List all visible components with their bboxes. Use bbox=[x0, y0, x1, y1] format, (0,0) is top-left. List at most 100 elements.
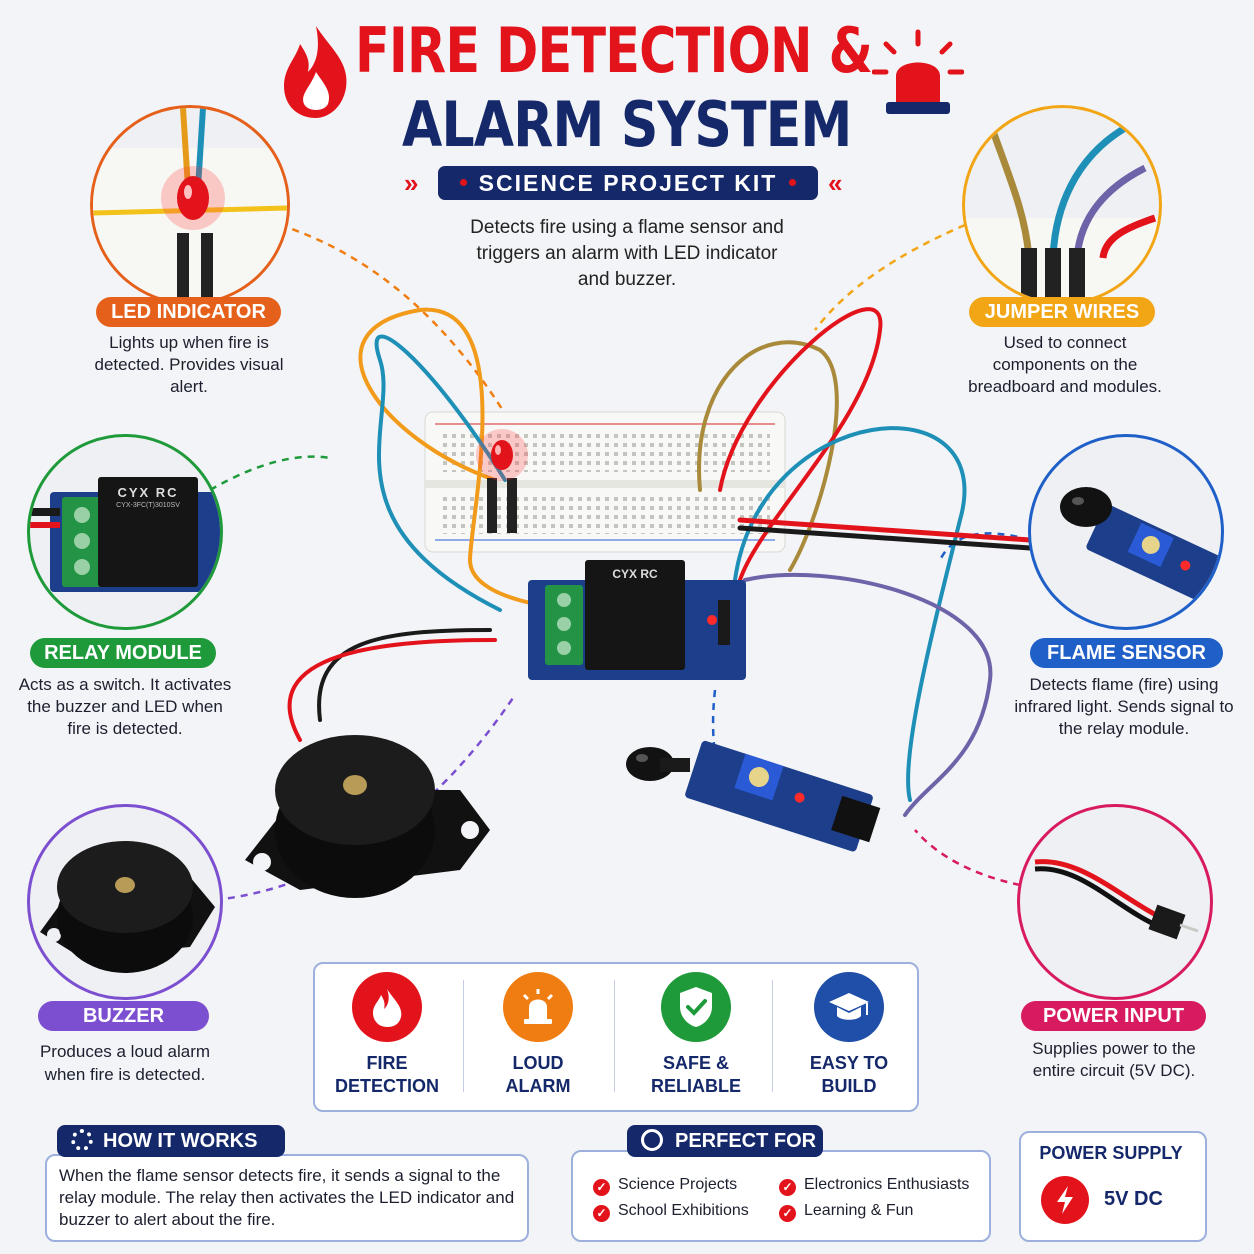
purple-wire bbox=[743, 572, 993, 817]
red-jumper-wire bbox=[718, 307, 883, 582]
flame-logo-icon bbox=[284, 26, 347, 118]
led-label: LED INDICATOR bbox=[96, 297, 281, 327]
perfect-item: ✓ Electronics Enthusiasts bbox=[779, 1175, 969, 1196]
kit-badge: SCIENCE PROJECT KIT bbox=[438, 166, 818, 200]
jumper-desc: Used to connect components on the breadb… bbox=[968, 333, 1162, 396]
flame-desc: Detects flame (fire) using infrared ligh… bbox=[1014, 675, 1234, 738]
perfect-item: ✓ Science Projects bbox=[593, 1175, 737, 1196]
target-icon bbox=[641, 1129, 663, 1151]
power-red-wire bbox=[737, 517, 1033, 543]
shield-check-icon bbox=[661, 972, 731, 1042]
flame-circle bbox=[1028, 434, 1224, 630]
brown-wire bbox=[697, 340, 839, 572]
kit-badge-label: SCIENCE PROJECT KIT bbox=[478, 170, 778, 196]
how-it-works-panel bbox=[45, 1154, 529, 1242]
feature-line1: FIRE bbox=[366, 1053, 408, 1073]
check-icon: ✓ bbox=[593, 1205, 610, 1222]
feature-line1: SAFE & bbox=[662, 1053, 729, 1073]
badge-dot bbox=[459, 179, 467, 187]
power-circle bbox=[1017, 804, 1213, 1000]
title-line-1: FIRE DETECTION & bbox=[355, 14, 873, 87]
blue-wire bbox=[733, 426, 967, 802]
power-black-wire bbox=[737, 525, 1033, 551]
relay-leader-line bbox=[209, 455, 331, 492]
perfect-item-label: School Exhibitions bbox=[618, 1202, 749, 1219]
perfect-for-title: PERFECT FOR bbox=[675, 1130, 817, 1152]
intro-text: Detects fire using a flame sensor and tr… bbox=[470, 217, 784, 290]
power-label: POWER INPUT bbox=[1021, 1001, 1206, 1031]
feature-loud-alarm: LOUD ALARM bbox=[463, 972, 613, 1098]
perfect-item: ✓ School Exhibitions bbox=[593, 1201, 749, 1222]
flame-sensor-photo-icon bbox=[1060, 487, 1221, 607]
check-icon: ✓ bbox=[779, 1179, 796, 1196]
how-it-works-title: HOW IT WORKS bbox=[103, 1130, 258, 1152]
relay-desc: Acts as a switch. It activates the buzze… bbox=[18, 675, 232, 738]
led-circle bbox=[90, 105, 290, 305]
flame-label: FLAME SENSOR bbox=[1030, 638, 1223, 668]
divider bbox=[614, 980, 615, 1092]
buzzer-desc: Produces a loud alarm when fire is detec… bbox=[39, 1042, 211, 1084]
relay-module-center: CYX RC bbox=[528, 560, 746, 680]
power-desc: Supplies power to the entire circuit (5V… bbox=[1032, 1039, 1196, 1080]
relay-brand-text: CYX RC bbox=[612, 567, 658, 581]
gear-icon bbox=[71, 1129, 93, 1151]
perfect-for-header: PERFECT FOR bbox=[627, 1125, 823, 1157]
led-desc: Lights up when fire is detected. Provide… bbox=[94, 333, 284, 396]
feature-line1: EASY TO bbox=[809, 1053, 889, 1073]
alarm-icon bbox=[503, 972, 573, 1042]
feature-line1: LOUD bbox=[512, 1053, 564, 1073]
buzzer-circle bbox=[27, 804, 223, 1000]
relay-photo-icon bbox=[30, 477, 220, 592]
jumper-photo-icon bbox=[965, 108, 1159, 302]
graduation-cap-icon bbox=[814, 972, 884, 1042]
chevron-left: » bbox=[404, 168, 419, 198]
feature-safe-reliable: SAFE & RELIABLE bbox=[621, 972, 771, 1098]
lightning-icon bbox=[1041, 1176, 1089, 1224]
relay-circle bbox=[27, 434, 223, 630]
divider bbox=[463, 980, 464, 1092]
teal-wire bbox=[374, 334, 507, 612]
check-icon: ✓ bbox=[779, 1205, 796, 1222]
badge-dot bbox=[789, 179, 797, 187]
divider bbox=[772, 980, 773, 1092]
flame-sensor-center bbox=[626, 740, 881, 852]
breadboard-led bbox=[476, 429, 528, 533]
relay-circle-model: CYX-3FC(T)3010SV bbox=[116, 502, 180, 509]
buzzer-black-wire bbox=[317, 628, 492, 722]
perfect-for-panel bbox=[571, 1150, 991, 1242]
power-supply-title: POWER SUPPLY bbox=[1039, 1143, 1183, 1163]
led-leader-line bbox=[279, 223, 517, 431]
jumper-leader-line bbox=[814, 223, 966, 331]
orange-wire bbox=[358, 307, 592, 612]
chevron-right: « bbox=[828, 168, 843, 198]
feature-easy-build: EASY TO BUILD bbox=[774, 972, 924, 1098]
feature-line2: RELIABLE bbox=[651, 1076, 741, 1096]
buzzer-center bbox=[245, 735, 490, 898]
how-it-works-header: HOW IT WORKS bbox=[57, 1125, 285, 1157]
perfect-item-label: Science Projects bbox=[618, 1176, 738, 1193]
buzzer-label: BUZZER bbox=[38, 1001, 209, 1031]
buzzer-photo-icon bbox=[40, 841, 215, 973]
perfect-item-label: Electronics Enthusiasts bbox=[804, 1176, 970, 1193]
title-line-2: ALARM SYSTEM bbox=[402, 88, 852, 161]
how-it-works-text: When the flame sensor detects fire, it s… bbox=[59, 1166, 515, 1229]
power-supply-value: 5V DC bbox=[1104, 1188, 1163, 1210]
buzzer-red-wire bbox=[287, 638, 497, 742]
perfect-item: ✓ Learning & Fun bbox=[779, 1201, 913, 1222]
relay-to-sensor-line bbox=[711, 689, 720, 771]
perfect-item-label: Learning & Fun bbox=[804, 1202, 914, 1219]
relay-circle-brand: CYX RC bbox=[117, 485, 179, 500]
jumper-label: JUMPER WIRES bbox=[969, 297, 1155, 327]
feature-line2: BUILD bbox=[821, 1076, 877, 1096]
relay-label: RELAY MODULE bbox=[30, 638, 216, 668]
power-cable-photo-icon bbox=[1034, 859, 1199, 940]
check-icon: ✓ bbox=[593, 1179, 610, 1196]
led-photo-icon bbox=[93, 108, 287, 302]
siren-icon bbox=[872, 29, 964, 114]
jumper-circle bbox=[962, 105, 1162, 305]
power-leader-line bbox=[914, 829, 1021, 887]
feature-line2: ALARM bbox=[505, 1076, 571, 1096]
fire-icon bbox=[352, 972, 422, 1042]
